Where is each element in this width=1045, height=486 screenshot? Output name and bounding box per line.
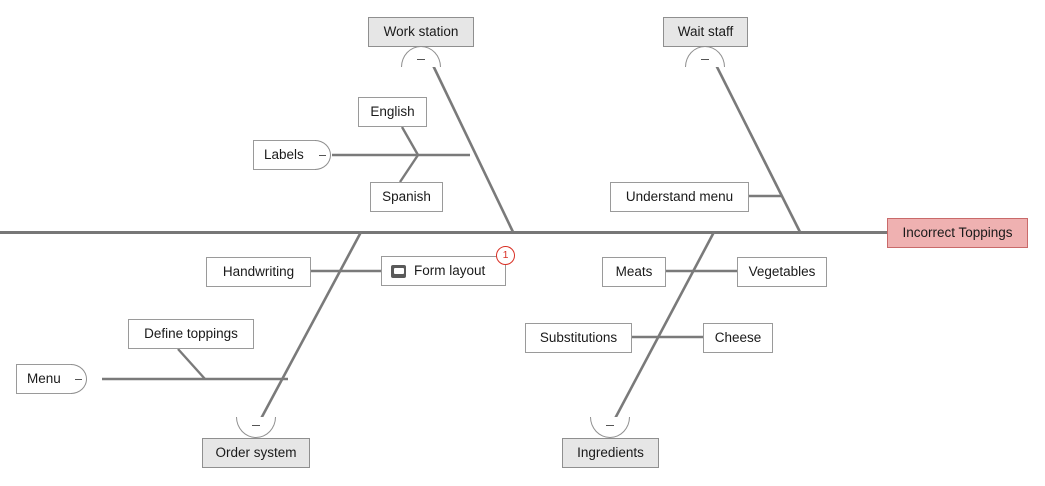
collapse-toggle-menu[interactable] xyxy=(71,364,87,394)
cause-label-form-layout: Form layout xyxy=(414,263,486,279)
collapse-toggle-work-station[interactable] xyxy=(401,46,441,67)
cause-node-vegetables[interactable]: Vegetables xyxy=(737,257,827,287)
cause-node-define-toppings[interactable]: Define toppings xyxy=(128,319,254,349)
minus-icon xyxy=(75,378,82,380)
effect-label: Incorrect Toppings xyxy=(902,225,1013,241)
cause-label-define-toppings: Define toppings xyxy=(144,326,238,342)
cause-label-substitutions: Substitutions xyxy=(539,330,618,346)
branch-define-toppings xyxy=(177,348,206,380)
cause-node-spanish[interactable]: Spanish xyxy=(370,182,443,212)
category-label-wait-staff: Wait staff xyxy=(677,24,734,40)
cause-label-labels: Labels xyxy=(264,147,304,163)
cause-label-vegetables: Vegetables xyxy=(748,264,816,280)
cause-node-menu[interactable]: Menu xyxy=(16,364,87,394)
comment-count-value: 1 xyxy=(502,249,509,262)
comment-count-badge[interactable]: 1 xyxy=(496,246,515,265)
category-label-ingredients: Ingredients xyxy=(577,445,644,461)
cause-label-menu: Menu xyxy=(27,371,61,387)
cause-node-handwriting[interactable]: Handwriting xyxy=(206,257,311,287)
cause-node-labels[interactable]: Labels xyxy=(253,140,331,170)
effect-node-incorrect-toppings[interactable]: Incorrect Toppings xyxy=(887,218,1028,248)
cause-node-meats[interactable]: Meats xyxy=(602,257,666,287)
cause-label-cheese: Cheese xyxy=(714,330,762,346)
branch-spanish xyxy=(399,154,419,183)
cause-label-meats: Meats xyxy=(615,264,653,280)
category-label-order-system: Order system xyxy=(215,445,297,461)
cause-node-form-layout[interactable]: Form layout xyxy=(381,256,506,286)
cause-label-spanish: Spanish xyxy=(382,189,431,205)
collapse-toggle-order-system[interactable] xyxy=(236,417,276,438)
category-node-order-system[interactable]: Order system xyxy=(202,438,310,468)
note-icon xyxy=(391,264,406,278)
cause-node-cheese[interactable]: Cheese xyxy=(703,323,773,353)
minus-icon xyxy=(319,154,326,156)
category-node-ingredients[interactable]: Ingredients xyxy=(562,438,659,468)
category-node-work-station[interactable]: Work station xyxy=(368,17,474,47)
cause-label-understand-menu: Understand menu xyxy=(625,189,734,205)
minus-icon xyxy=(252,424,260,426)
collapse-toggle-labels[interactable] xyxy=(315,140,331,170)
category-label-work-station: Work station xyxy=(383,24,459,40)
cause-label-handwriting: Handwriting xyxy=(222,264,295,280)
branch-english xyxy=(400,126,420,156)
minus-icon xyxy=(701,58,709,60)
cause-node-english[interactable]: English xyxy=(358,97,427,127)
cause-node-substitutions[interactable]: Substitutions xyxy=(525,323,632,353)
minus-icon xyxy=(417,58,425,60)
collapse-toggle-wait-staff[interactable] xyxy=(685,46,725,67)
cause-label-english: English xyxy=(370,104,415,120)
collapse-toggle-ingredients[interactable] xyxy=(590,417,630,438)
cause-node-understand-menu[interactable]: Understand menu xyxy=(610,182,749,212)
category-node-wait-staff[interactable]: Wait staff xyxy=(663,17,748,47)
minus-icon xyxy=(606,424,614,426)
